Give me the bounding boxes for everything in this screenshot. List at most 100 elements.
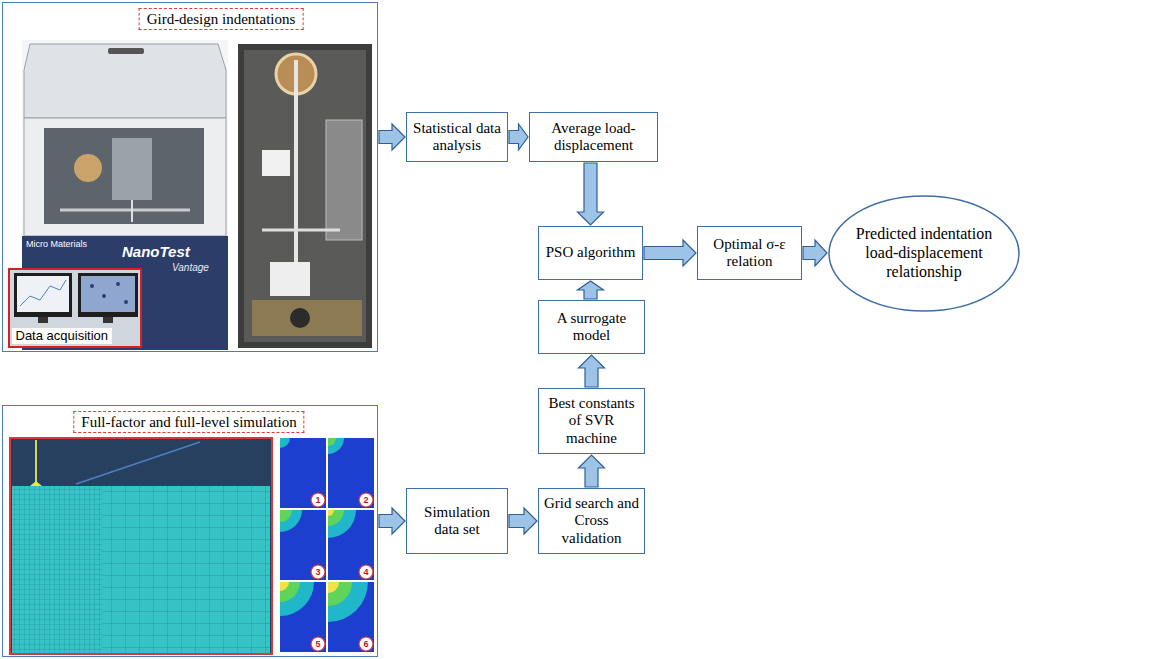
block-arrow	[644, 240, 696, 266]
monitor-inset-part	[8, 268, 142, 348]
contour-tiles-part	[359, 637, 373, 651]
monitor-inset-part	[81, 276, 135, 312]
fe-mesh-image-part	[76, 442, 200, 484]
photo-panel: Gird-design indentationsData acquisition	[2, 2, 378, 352]
box-label: Average load-displacement	[534, 120, 653, 155]
contour-tiles-part	[328, 438, 374, 508]
block-arrow	[379, 124, 405, 150]
pendulum-photo-part	[262, 229, 340, 232]
contour-tiles-part	[280, 438, 326, 508]
box-label: Best constants of SVR machine	[543, 395, 640, 447]
process-box: Optimal σ-ε relation	[697, 226, 802, 280]
monitor-inset-part	[116, 282, 120, 286]
process-box: Grid search and Cross validation	[538, 488, 645, 554]
process-box: Statistical data analysis	[406, 112, 508, 162]
pendulum-photo-part	[270, 262, 310, 296]
contour-tiles-part	[328, 510, 374, 580]
monitor-inset-part	[17, 276, 69, 312]
contour-tiles-part	[311, 565, 325, 579]
fe-mesh-image-part	[10, 438, 272, 654]
monitor-inset-part	[124, 300, 128, 304]
monitor-inset-part	[102, 294, 106, 298]
photo-panel: Full-factor and full-level simulation	[2, 405, 378, 657]
panel-heading: Gird-design indentations	[139, 8, 304, 30]
fe-mesh-image-part	[30, 481, 42, 486]
block-arrow	[379, 508, 405, 534]
fe-mesh-image-part	[35, 440, 37, 486]
fe-mesh-image	[10, 438, 272, 654]
contour-tiles-part	[328, 438, 336, 446]
monitor-inset-part	[90, 284, 94, 288]
callout-number: 3	[315, 568, 320, 577]
contour-tiles-part	[328, 510, 334, 516]
contour-tiles-part	[280, 438, 290, 448]
monitor-inset-part	[78, 273, 138, 317]
block-arrow	[578, 163, 604, 225]
contour-tiles-part	[328, 582, 368, 622]
pendulum-photo-part	[294, 60, 298, 290]
brand-text: NanoTest	[122, 243, 190, 261]
contour-tiles-part	[328, 582, 352, 606]
instrument-photo-part	[60, 209, 190, 212]
callout-number: 4	[363, 568, 368, 577]
contour-tiles-part	[280, 582, 289, 591]
contour-tiles-part	[280, 510, 292, 522]
contour-tiles-part	[311, 637, 325, 651]
monitor-inset-part	[103, 317, 113, 323]
panel-heading: Full-factor and full-level simulation	[73, 411, 304, 433]
box-label: Simulation data set	[411, 504, 503, 539]
block-arrow	[579, 455, 605, 487]
block-arrow	[579, 355, 605, 387]
pendulum-photo	[238, 44, 372, 348]
fe-mesh-image-part	[12, 486, 102, 653]
monitor-inset-part	[38, 317, 48, 323]
process-box: Simulation data set	[406, 488, 508, 554]
brand-text: Micro Materials	[26, 240, 87, 250]
instrument-photo-part	[44, 128, 204, 224]
contour-tiles-part	[280, 582, 300, 602]
fe-mesh-image-part	[102, 486, 270, 653]
contour-tiles-part	[280, 510, 302, 532]
box-label: Grid search and Cross validation	[543, 495, 640, 547]
contour-tiles-part	[359, 493, 373, 507]
callout-number: 1	[315, 496, 320, 505]
contour-tiles-part	[328, 510, 356, 538]
pendulum-photo-part	[326, 120, 362, 240]
pendulum-photo-part	[252, 300, 362, 336]
contour-tiles-part	[280, 582, 314, 616]
process-box: PSO algorithm	[538, 226, 643, 280]
block-arrow	[509, 508, 537, 534]
instrument-photo-part	[74, 154, 102, 182]
process-box: Best constants of SVR machine	[538, 388, 645, 454]
block-arrow	[509, 124, 528, 150]
instrument-photo-part	[108, 48, 144, 54]
callout-number: 5	[315, 640, 320, 649]
pendulum-photo-part	[290, 308, 310, 328]
monitor-inset-part	[20, 280, 66, 306]
contour-tiles-part	[280, 582, 326, 652]
pendulum-photo-part	[244, 50, 366, 342]
ellipse-label: Predicted indentation load-displacement …	[848, 225, 1000, 282]
block-arrow	[803, 240, 827, 266]
contour-tiles-part	[280, 510, 326, 580]
box-label: Optimal σ-ε relation	[702, 236, 797, 271]
contour-tiles-part	[328, 582, 374, 652]
pendulum-photo-part	[262, 150, 290, 176]
instrument-photo-part	[24, 44, 226, 118]
pendulum-photo-part	[238, 44, 372, 348]
box-label: A surrogate model	[543, 310, 640, 345]
process-box: A surrogate model	[538, 300, 645, 354]
instrument-photo-part	[112, 138, 152, 200]
brand-text: Vantage	[172, 262, 209, 273]
callout-number: 2	[363, 496, 368, 505]
process-box: Average load-displacement	[529, 112, 658, 162]
fe-mesh-image-part	[12, 486, 270, 653]
ellipse-shape	[829, 196, 1019, 311]
contour-tiles	[280, 438, 374, 652]
contour-tiles-part	[311, 493, 325, 507]
box-label: PSO algorithm	[546, 244, 636, 261]
inset-frame: Data acquisition	[8, 268, 142, 348]
inset-label: Data acquisition	[12, 328, 113, 344]
monitor-inset-part	[14, 273, 72, 317]
